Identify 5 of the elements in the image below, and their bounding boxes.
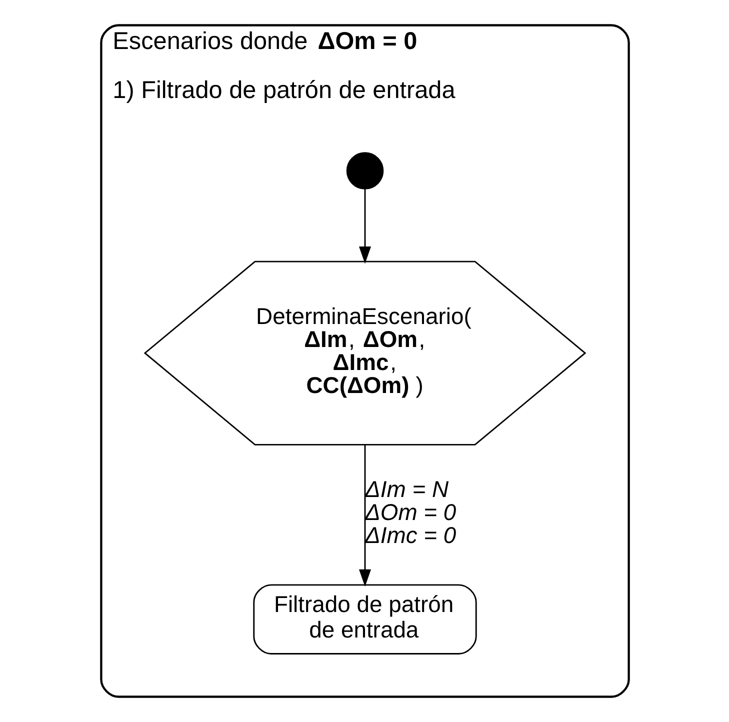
arrow <box>358 188 371 264</box>
node-box: Filtrado de patrón de entrada <box>252 584 476 654</box>
arrow <box>358 444 371 587</box>
node-circle <box>346 152 384 190</box>
edge-label: ΔIm = N ΔOm = 0 ΔImc = 0 <box>364 476 456 548</box>
